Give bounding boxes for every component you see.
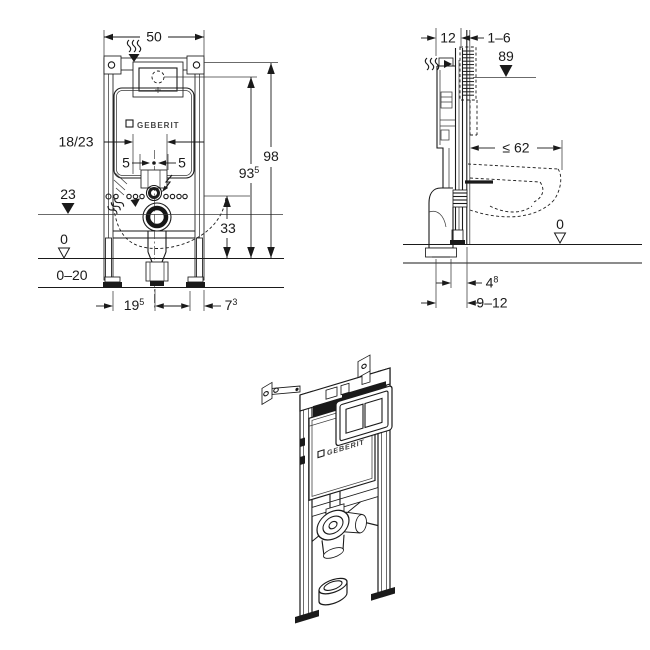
dim-outlet-height-33: 33 <box>204 195 250 258</box>
wall-bracket-right <box>357 354 371 385</box>
iso-drain-elbow <box>316 509 367 559</box>
floor-socket-ring <box>318 577 348 606</box>
vent-icon <box>126 39 142 53</box>
svg-text:98: 98 <box>263 148 279 164</box>
svg-text:18/23: 18/23 <box>58 134 93 150</box>
dim-bowl-depth-62: ≤ 62 <box>470 140 563 170</box>
svg-text:935: 935 <box>239 165 260 181</box>
flush-button-large <box>345 403 364 434</box>
flush-actuator-plate <box>335 385 393 447</box>
svg-text:50: 50 <box>146 29 162 45</box>
dim-outlet-range-9-12: 9–12 <box>421 259 508 311</box>
foot-plate-right <box>186 282 205 287</box>
dim-floor-zero-front: 0 <box>38 231 284 260</box>
svg-text:5: 5 <box>122 155 130 171</box>
svg-text:89: 89 <box>498 48 514 64</box>
svg-text:9–12: 9–12 <box>476 295 507 311</box>
iso-foot-right <box>371 587 395 601</box>
svg-text:0: 0 <box>556 216 564 232</box>
svg-text:0: 0 <box>60 231 68 247</box>
svg-text:0–20: 0–20 <box>56 267 87 283</box>
dim-offset-18-23: 18/23 <box>58 134 204 174</box>
dim-height-98: 98 <box>204 62 279 258</box>
svg-text:48: 48 <box>486 275 499 291</box>
bowl-outline-dashed <box>112 196 227 249</box>
svg-text:≤ 62: ≤ 62 <box>502 140 529 156</box>
dim-floor-zero-side: 0 <box>553 216 567 245</box>
svg-text:195: 195 <box>124 297 145 313</box>
foot-plate-left <box>103 282 122 287</box>
power-connection-icon <box>163 174 173 191</box>
wc-pan-dashed <box>465 163 562 218</box>
side-view: 12 1–6 89 ≤ 62 <box>403 28 642 311</box>
dim-height-93-5: 935 <box>164 76 260 258</box>
dim-frame-depth-12: 12 <box>421 28 470 56</box>
logo-square <box>125 119 134 128</box>
dim-adjust-5-5: 5 5 <box>122 154 186 171</box>
wall-fixing-plate <box>459 46 478 136</box>
dim-width-50: 50 <box>103 29 205 56</box>
front-view: GEBERIT <box>38 29 284 313</box>
svg-text:33: 33 <box>220 220 236 236</box>
dim-wall-gap-1-6: 1–6 <box>469 30 511 46</box>
iso-foot-left <box>295 610 319 624</box>
dim-outlet-4-8: 48 <box>436 247 498 308</box>
iso-view: GEBERIT <box>261 354 395 624</box>
dim-supply-height-23: 23 <box>38 186 283 215</box>
drain-elbow-side <box>425 187 468 258</box>
svg-text:23: 23 <box>60 186 76 202</box>
wall-bracket-left <box>261 381 301 406</box>
svg-text:1–6: 1–6 <box>487 30 511 46</box>
svg-text:73: 73 <box>225 297 238 313</box>
drain-outlet <box>112 196 227 286</box>
dim-actuator-height-89: 89 <box>473 48 536 78</box>
svg-text:5: 5 <box>178 155 186 171</box>
flush-connections <box>105 169 188 216</box>
inspection-opening <box>132 61 184 98</box>
flush-button-small <box>364 397 383 429</box>
dim-bottom-19-5-and-7-3: 195 73 <box>96 289 237 313</box>
dim-floor-range-0-20: 0–20 <box>38 267 284 289</box>
svg-text:12: 12 <box>440 30 456 46</box>
front-logo: GEBERIT <box>137 121 180 130</box>
